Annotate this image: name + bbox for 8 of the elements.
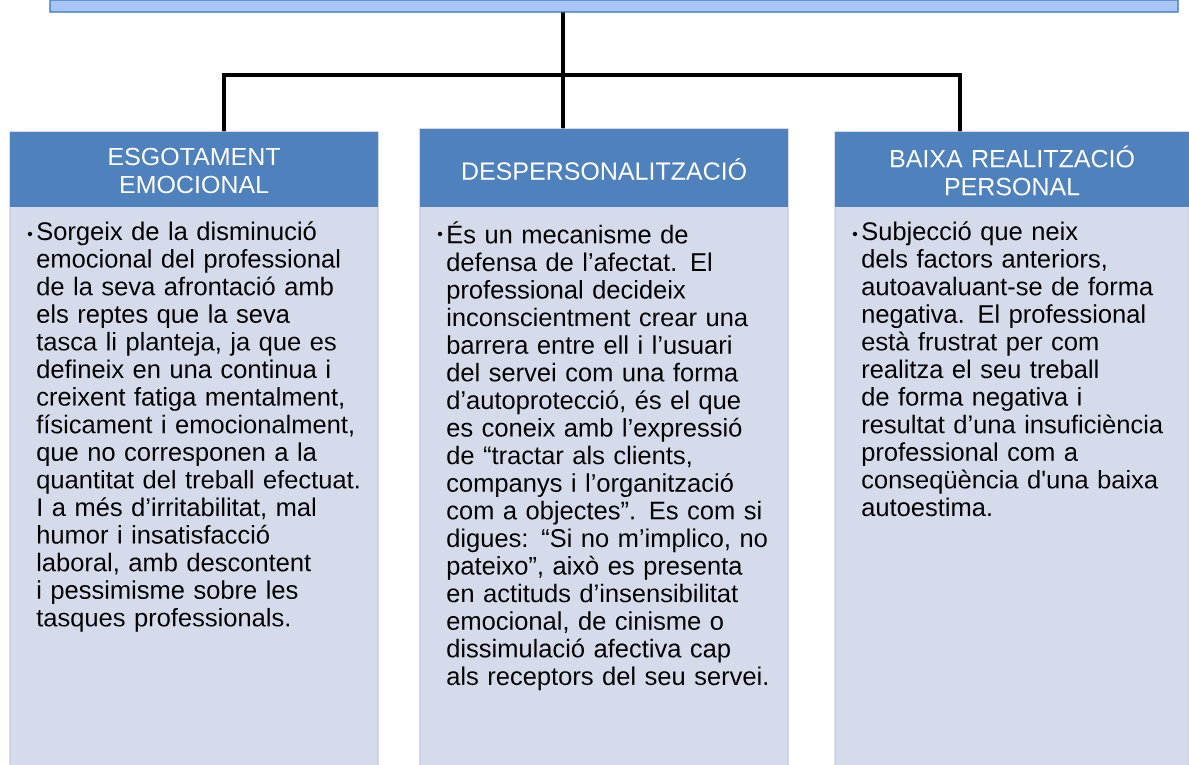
header-band: DESPERSONALITZACIÓ <box>420 129 788 207</box>
bullet-list: Sorgeix de la disminució emocional del professional de la seva afrontació amb els reptes que la seva tasca li planteja, ja que es defineix en una continua i creixent fatiga mentalment, físicament i emocionalment, que no corresponen a la quantitat del treball efectuat. I a més d’irritabilitat, mal humor i insatisfacció laboral, amb descontent i pessimisme sobre les tasques professionals. <box>27 221 359 632</box>
connector-line <box>561 12 962 132</box>
header-band: BAIXA REALITZACIÓ PERSONAL <box>835 132 1189 207</box>
header-band: ESGOTAMENT EMOCIONAL <box>10 132 378 207</box>
bullet-list: És un mecanisme de defensa de l’afectat. El professional decideix inconscientment crear una barrera entre ell i l’usuari del servei com una forma d’autoprotecció, és el que es coneix amb l’expressió de “tractar als clients, companys i l’organització com a objectes”. Es com si digues: “Si no m’implico, no pateixo”, això es presenta en actituds d’insensibilitat emocional, de cinisme o dissimulació afectiva cap als receptors del seu servei. <box>437 221 767 691</box>
top-box <box>49 0 1179 13</box>
bullet-list: Subjecció que neix dels factors anteriors, autoavaluant-se de forma negativa. El professional està frustrat per com realitza el seu treball de forma negativa i resultat d’una insuficiència professional com a conseqüència d'una baixa autoestima. <box>852 221 1164 517</box>
